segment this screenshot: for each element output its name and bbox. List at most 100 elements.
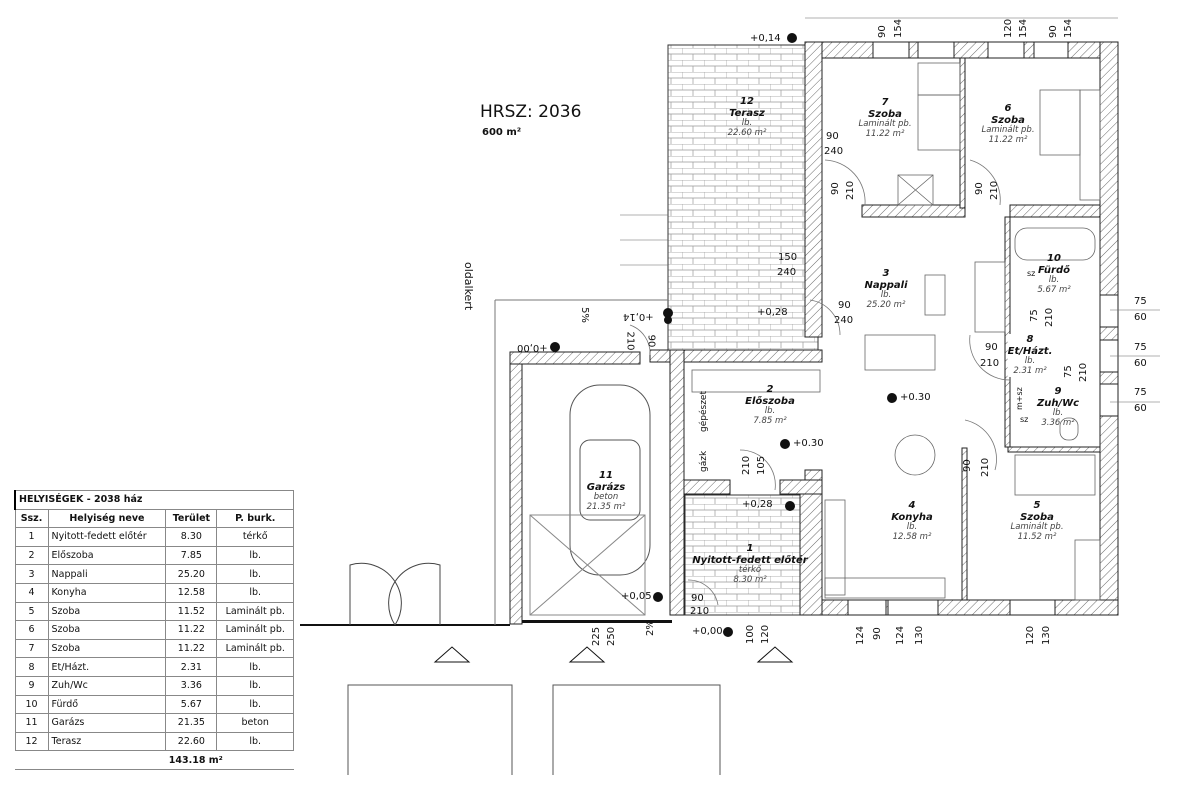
table-cell: Szoba — [47, 601, 167, 622]
side-garden-label: oldalkert — [462, 262, 475, 311]
dimension: 210 — [980, 358, 1000, 369]
table-cell: lb. — [216, 731, 294, 752]
dimension: 75 — [1063, 365, 1074, 378]
table-cell: lb. — [216, 582, 294, 603]
table-cell: 9 — [14, 675, 49, 696]
garage-walls — [509, 351, 641, 625]
table-cell: 12.58 — [165, 582, 218, 603]
garage-door-line — [522, 620, 672, 623]
dimension: 105 — [756, 455, 767, 475]
mechanical-label: gépészet — [699, 391, 709, 432]
dimension: 250 — [606, 626, 617, 646]
table-total: 143.18 m² — [165, 750, 294, 770]
dimension: 240 — [777, 267, 797, 278]
table-cell: Nyitott-fedett előtér — [47, 527, 167, 547]
dimension: 60 — [1134, 312, 1147, 323]
entrance-paving — [684, 494, 801, 616]
dimension: 60 — [1134, 358, 1147, 369]
fixture-label: m+sz — [1015, 387, 1024, 410]
dimension: 75 — [1134, 342, 1147, 353]
col-header: Terület — [165, 508, 218, 529]
level-mark: +0,00 — [692, 626, 723, 637]
dimension: 240 — [834, 315, 854, 326]
dimension: 90 — [691, 593, 704, 604]
parking-spaces — [347, 684, 721, 775]
dimension: 225 — [591, 626, 602, 646]
entrance-markers — [433, 646, 794, 663]
dimension: 90 — [962, 459, 973, 472]
table-cell: 11 — [14, 713, 49, 733]
gate-swing — [349, 562, 441, 626]
dimension: 120 — [1025, 625, 1036, 645]
table-cell: Konyha — [47, 582, 167, 603]
dimension: 210 — [624, 331, 636, 351]
dimension: 210 — [1078, 362, 1089, 382]
dimension: 210 — [1044, 307, 1055, 327]
table-cell: 8.30 — [165, 527, 218, 547]
dimension: 75 — [1029, 309, 1040, 322]
dimension: 210 — [980, 457, 991, 477]
dimension: 90 — [838, 300, 851, 311]
dimension: 124 — [855, 625, 866, 645]
table-cell: 5 — [14, 601, 49, 622]
dimension: 100 — [745, 624, 756, 644]
fixture-label: sz — [1020, 415, 1029, 424]
table-cell: beton — [216, 713, 294, 733]
table-cell: lb. — [216, 694, 294, 715]
dimension: 75 — [1134, 387, 1147, 398]
windows — [847, 41, 1119, 616]
dimension: 210 — [741, 455, 752, 475]
dimension: 90 — [826, 131, 839, 142]
dimension: 240 — [824, 146, 844, 157]
table-cell: 11.22 — [165, 638, 218, 659]
table-cell: 11.22 — [165, 620, 218, 640]
table-cell: Garázs — [47, 713, 167, 733]
table-cell: 25.20 — [165, 564, 218, 584]
level-mark: +0.30 — [900, 392, 931, 403]
table-cell: 3.36 — [165, 675, 218, 696]
dimension: 154 — [1018, 18, 1029, 38]
dimension: 154 — [1063, 18, 1074, 38]
dimension: 90 — [877, 25, 888, 38]
table-cell: 7.85 — [165, 545, 218, 566]
table-cell: 10 — [14, 694, 49, 715]
fixture-label: sz — [1027, 269, 1036, 278]
level-mark: +0.30 — [793, 438, 824, 449]
level-mark: +0,00 — [517, 342, 548, 353]
table-cell: lb. — [216, 657, 294, 677]
level-mark: +0,05 — [621, 591, 652, 602]
table-cell: 22.60 — [165, 731, 218, 752]
col-header: Helyiség neve — [47, 508, 167, 529]
table-cell: 6 — [14, 620, 49, 640]
dimension: 210 — [845, 180, 856, 200]
table-cell: Fürdő — [47, 694, 167, 715]
dimension: 154 — [893, 18, 904, 38]
dimension: 90 — [974, 182, 985, 195]
table-cell: Laminált pb. — [216, 601, 294, 622]
table-cell: Laminált pb. — [216, 620, 294, 640]
col-header: Ssz. — [14, 508, 49, 529]
table-cell: Szoba — [47, 620, 167, 640]
level-mark: +0,28 — [757, 307, 788, 318]
table-cell: Szoba — [47, 638, 167, 659]
table-cell: 12 — [14, 731, 49, 752]
dimension: 90 — [985, 342, 998, 353]
table-cell: Terasz — [47, 731, 167, 752]
